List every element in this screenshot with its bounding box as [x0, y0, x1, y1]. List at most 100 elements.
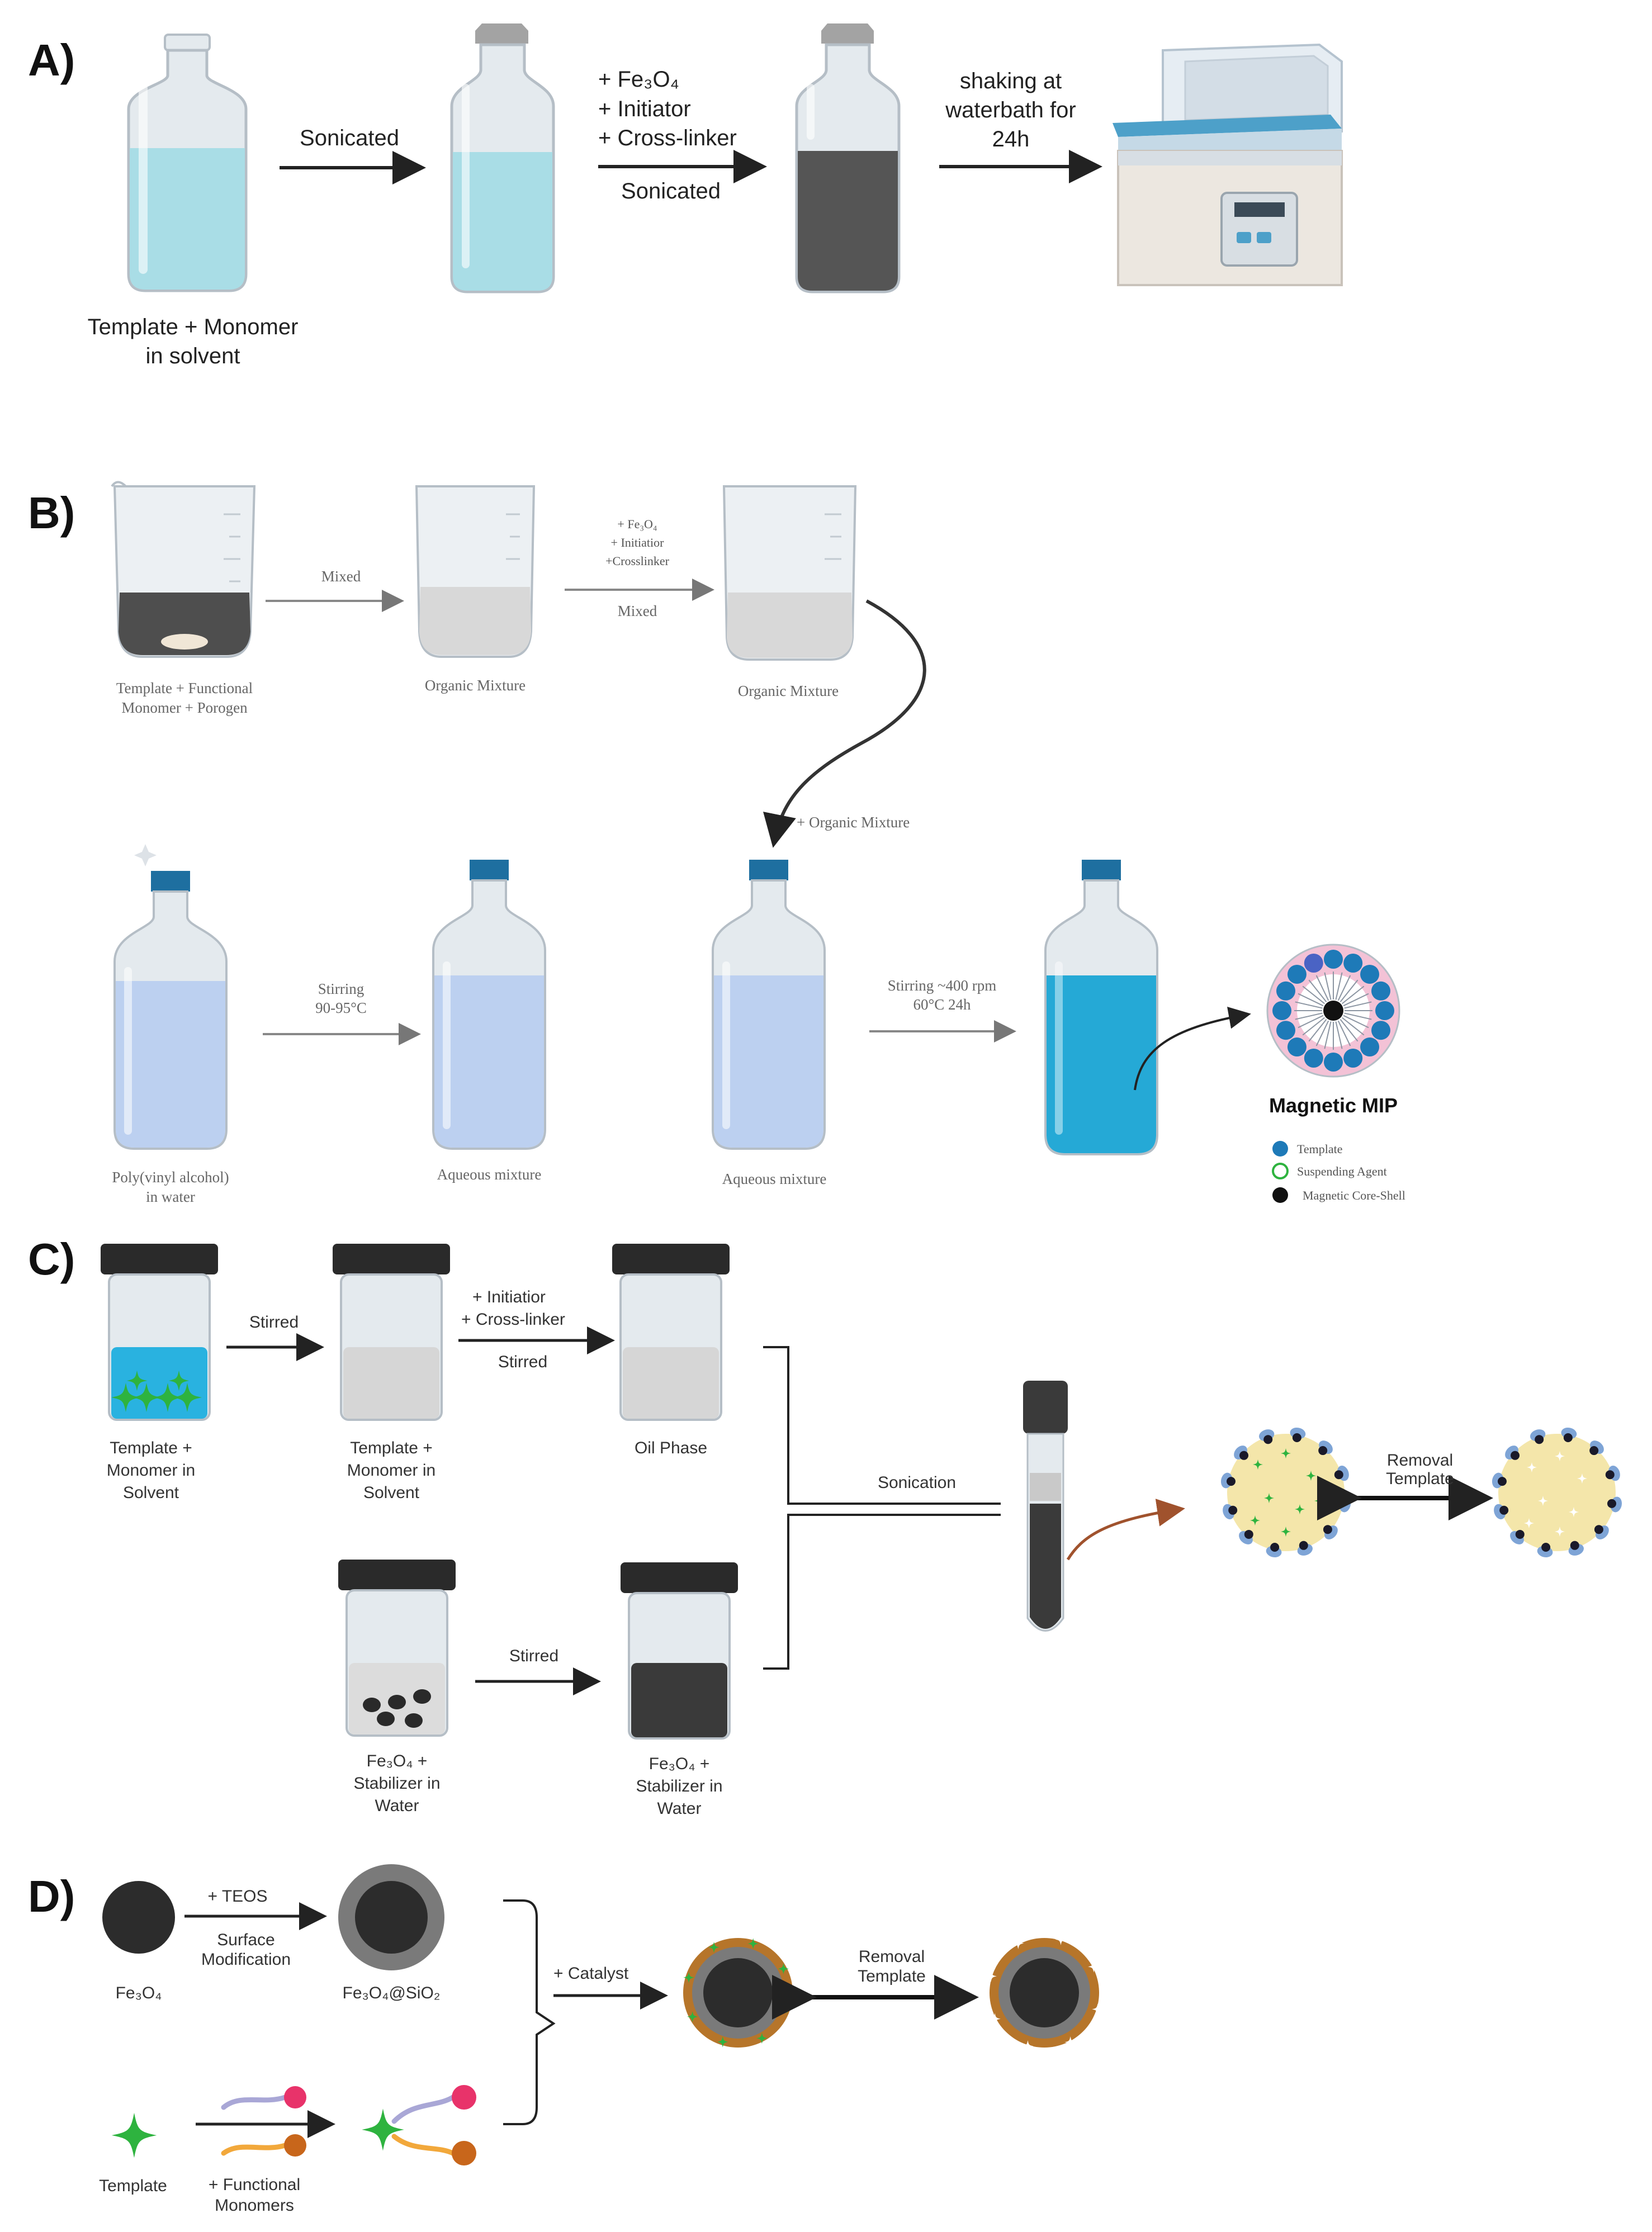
arrow-b1-label: Mixed: [321, 568, 361, 585]
caption-c4-1: Stabilizer in: [353, 1774, 440, 1793]
caption-b6: Aqueous mixture: [722, 1171, 827, 1187]
arrow-c2-label: Stirred: [498, 1353, 547, 1371]
panel-c: C) Template + Monomer in Solvent Stirred…: [28, 1234, 1622, 1818]
caption-b3: Organic Mixture: [738, 683, 839, 699]
legend-label-1: Suspending Agent: [1297, 1164, 1387, 1178]
imprinted-particle-empty: [985, 1934, 1104, 2052]
addition-b-2: +Crosslinker: [605, 554, 670, 568]
panel-b: B) Template + Functional Monomer + Porog…: [28, 481, 1405, 1205]
particle-imprinted: [1492, 1427, 1622, 1558]
jar-template-blue: [101, 1244, 218, 1421]
arrow-b2-label: Mixed: [618, 603, 657, 619]
arrow-c1-label: Stirred: [249, 1313, 299, 1331]
caption-c5-1: Stabilizer in: [636, 1777, 722, 1795]
arrow-a1-label: Sonicated: [300, 126, 399, 150]
removal-c-1: Template: [1386, 1470, 1454, 1488]
jar-fe3o4-particles: [338, 1560, 456, 1737]
bracket-c: [763, 1346, 1001, 1670]
arrow-b5: [1134, 1006, 1251, 1091]
arrow-a3-label-line3: 24h: [992, 127, 1030, 151]
panel-a-label: A): [28, 35, 75, 85]
caption-b4-line1: Poly(vinyl alcohol): [112, 1169, 229, 1186]
beaker-organic-mixture-1: [415, 485, 536, 658]
caption-a1-line2: in solvent: [146, 344, 240, 368]
addition-a-1: + Initiator: [598, 97, 691, 121]
legend-marker-suspending: [1272, 1163, 1289, 1179]
caption-c1-1: Monomer in: [107, 1461, 195, 1480]
caption-b1-line1: Template + Functional: [116, 680, 253, 696]
caption-c1-2: Solvent: [123, 1484, 179, 1502]
arrow-b3-label-line2: 90-95°C: [315, 999, 367, 1016]
addition-b-0: + Fe₃O₄: [617, 517, 657, 531]
fe3o4-sio2-label: Fe₃O₄@SiO₂: [343, 1984, 441, 2002]
magnetic-mip-particle: [1266, 944, 1400, 1078]
plus-organic-label: + Organic Mixture: [797, 814, 910, 831]
bottle-cyan-product: [1044, 860, 1158, 1155]
arrow-c3-label: Stirred: [509, 1647, 558, 1665]
test-tube: [1023, 1381, 1068, 1632]
panel-a: A) Template + Monomer in solvent Sonicat…: [28, 23, 1343, 368]
caption-c4-2: Water: [375, 1797, 419, 1815]
fe3o4-label: Fe₃O₄: [116, 1984, 162, 2002]
caption-c5-0: Fe₃O₄ +: [649, 1755, 710, 1773]
caption-c2-1: Monomer in: [347, 1461, 436, 1480]
bottle-aqueous-1: [432, 860, 546, 1150]
fe3o4-particle: [102, 1881, 175, 1954]
template-label: Template: [99, 2177, 167, 2195]
water-bath: [1113, 43, 1343, 286]
arrow-a2-label: Sonicated: [621, 179, 721, 203]
imprinted-particle-with-template: [683, 1938, 793, 2048]
addition-a-0: + Fe₃O₄: [598, 67, 679, 92]
fe3o4-sio2-particle: [338, 1864, 444, 1970]
caption-b2: Organic Mixture: [425, 677, 526, 694]
addition-a-2: + Cross-linker: [598, 126, 737, 150]
catalyst-label: + Catalyst: [553, 1964, 629, 1983]
arrow-b4-label-line1: Stirring ~400 rpm: [888, 977, 997, 994]
caption-c2-0: Template +: [350, 1439, 433, 1457]
caption-c1-0: Template +: [110, 1439, 192, 1457]
caption-c5-2: Water: [657, 1799, 702, 1818]
removal-c-0: Removal: [1387, 1451, 1453, 1470]
arrow-b4-label-line2: 60°C 24h: [913, 996, 971, 1013]
legend-marker-core: [1272, 1187, 1288, 1203]
legend-label-0: Template: [1297, 1142, 1343, 1156]
panel-d: D) Fe₃O₄ + TEOS Surface Modification Fe₃…: [28, 1864, 1104, 2215]
panel-d-label: D): [28, 1871, 75, 1921]
legend-label-2: Magnetic Core-Shell: [1303, 1188, 1405, 1202]
caption-b1-line2: Monomer + Porogen: [121, 699, 248, 716]
arrow-a3-label-line2: waterbath for: [945, 98, 1076, 122]
legend-b: Template Suspending Agent Magnetic Core-…: [1272, 1141, 1405, 1203]
caption-a1-line1: Template + Monomer: [88, 315, 299, 339]
panel-b-label: B): [28, 488, 75, 538]
beaker-template-mix: [111, 481, 256, 658]
arrow-a3-label-line1: shaking at: [960, 69, 1062, 93]
bottle-sonicated: [450, 23, 555, 293]
arrow-c4: [1066, 1499, 1185, 1561]
sonication-label: Sonication: [878, 1473, 956, 1492]
jar-template-gray: [333, 1244, 450, 1421]
addition-c-1: + Cross-linker: [461, 1310, 565, 1329]
template-monomer-complex: [362, 2085, 476, 2165]
particle-with-template: [1220, 1427, 1351, 1558]
caption-b4-line2: in water: [146, 1188, 195, 1205]
functional-1: Monomers: [215, 2196, 294, 2215]
arrow-b3-label-line1: Stirring: [318, 980, 365, 997]
removal-d-0: Removal: [859, 1947, 925, 1966]
template-star: [111, 2112, 157, 2158]
caption-b5: Aqueous mixture: [437, 1166, 542, 1183]
bracket-d: [503, 1899, 556, 2125]
teos-label: + TEOS: [208, 1887, 268, 1906]
bottle-pva: [113, 844, 228, 1150]
surface-1: Modification: [201, 1950, 291, 1969]
jar-oil-phase: [612, 1244, 730, 1421]
legend-marker-template: [1272, 1141, 1288, 1157]
jar-fe3o4-dark: [621, 1562, 738, 1740]
bottle-dark-mixture: [795, 23, 901, 293]
beaker-organic-mixture-2: [722, 485, 857, 661]
addition-c-0: + Initiatior: [472, 1288, 546, 1306]
functional-0: + Functional: [209, 2176, 300, 2194]
surface-0: Surface: [217, 1931, 274, 1949]
caption-c2-2: Solvent: [363, 1484, 420, 1502]
caption-c4-0: Fe₃O₄ +: [367, 1752, 428, 1770]
